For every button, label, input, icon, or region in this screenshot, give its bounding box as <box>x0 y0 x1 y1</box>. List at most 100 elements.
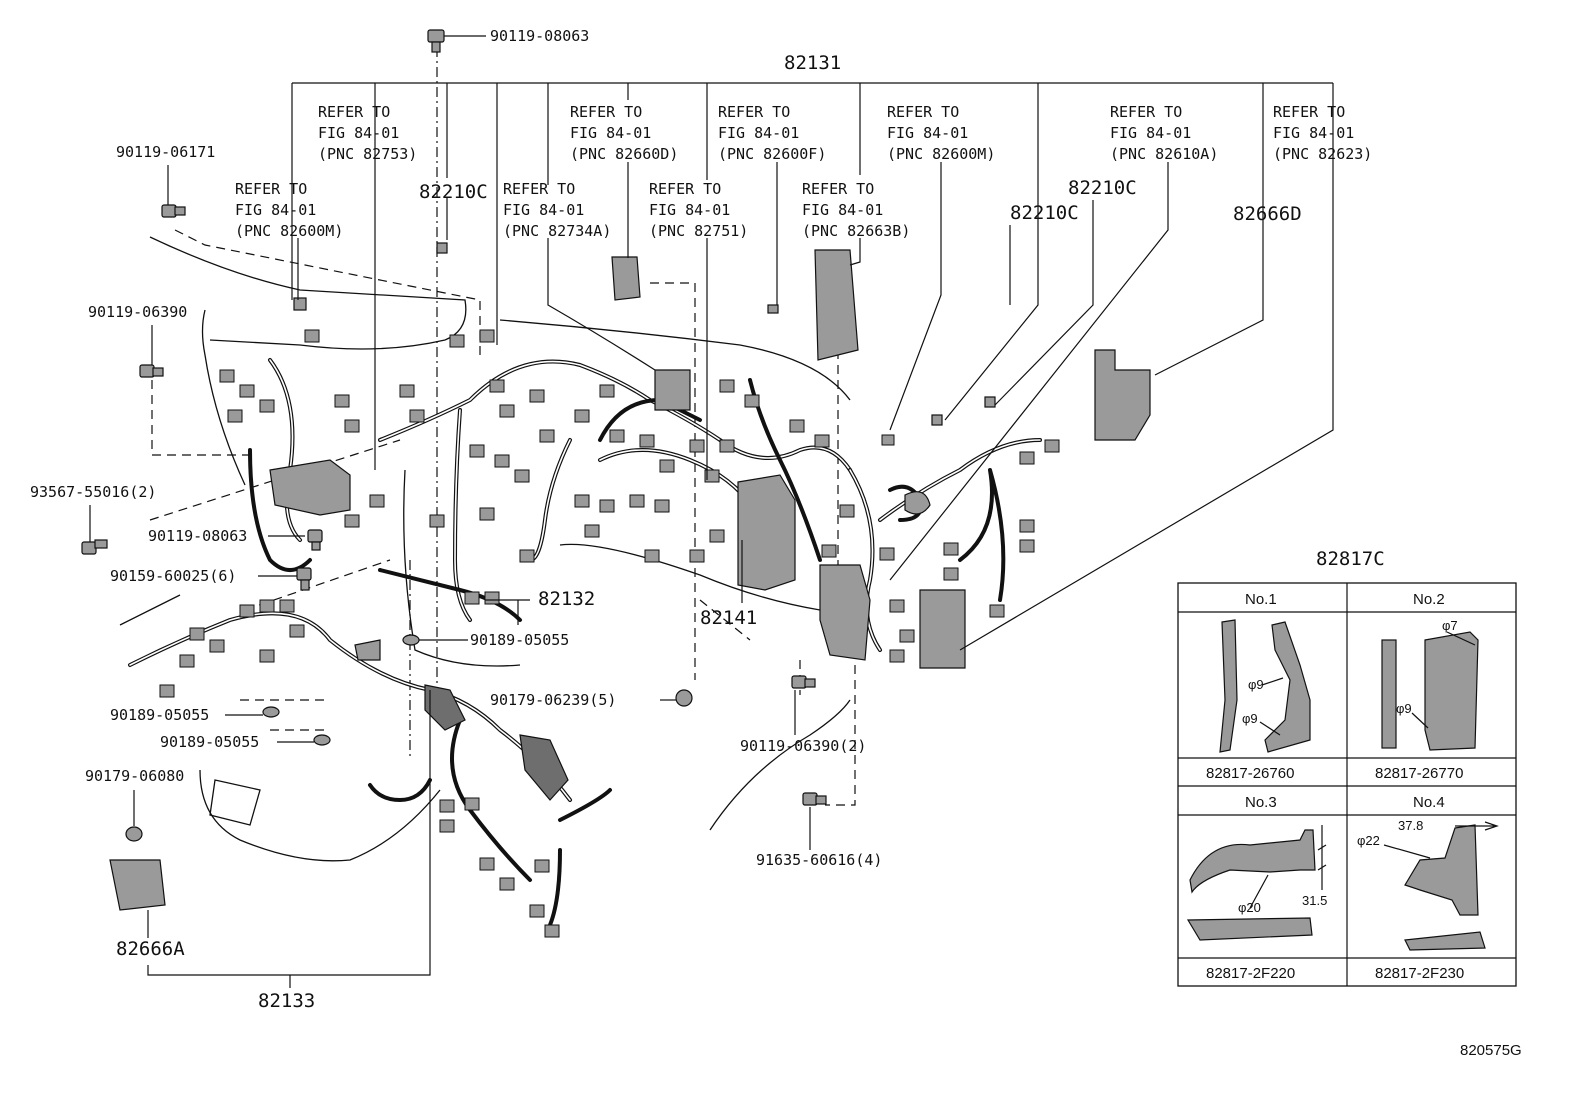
svg-text:(PNC 82610A): (PNC 82610A) <box>1110 145 1218 163</box>
svg-text:REFER TO: REFER TO <box>1273 103 1345 121</box>
svg-text:REFER TO: REFER TO <box>570 103 642 121</box>
svg-text:REFER TO: REFER TO <box>887 103 959 121</box>
svg-text:REFER TO: REFER TO <box>649 180 721 198</box>
svg-text:FIG 84-01: FIG 84-01 <box>718 124 799 142</box>
label-bolt-mid: 90119-06390(2) <box>740 737 866 755</box>
svg-text:31.5: 31.5 <box>1302 893 1327 908</box>
clamp-icon <box>984 396 996 408</box>
label-82666d: 82666D <box>1233 203 1302 225</box>
svg-text:(PNC 82663B): (PNC 82663B) <box>802 222 910 240</box>
refer-82600f: REFER TO FIG 84-01 (PNC 82600F) <box>718 103 826 163</box>
refer-82734a: REFER TO FIG 84-01 (PNC 82734A) <box>503 180 611 240</box>
refer-82623: REFER TO FIG 84-01 (PNC 82623) <box>1273 103 1372 163</box>
svg-text:φ9: φ9 <box>1242 711 1258 726</box>
refer-82600m-right: REFER TO FIG 84-01 (PNC 82600M) <box>887 103 995 163</box>
clamp-icon <box>293 297 307 311</box>
svg-text:(PNC 82660D): (PNC 82660D) <box>570 145 678 163</box>
svg-text:(PNC 82600M): (PNC 82600M) <box>887 145 995 163</box>
bolt-icon <box>791 675 816 689</box>
harness-bundles <box>128 358 1042 927</box>
clamp-icon <box>436 242 448 254</box>
relay-block-82141 <box>737 474 796 591</box>
label-nut-mid: 90179-06239(5) <box>490 691 616 709</box>
svg-text:(PNC 82623): (PNC 82623) <box>1273 145 1372 163</box>
inset-part3: 82817-2F220 <box>1206 965 1295 982</box>
connectors <box>159 329 1060 938</box>
svg-text:φ20: φ20 <box>1238 900 1261 915</box>
refer-82663b: REFER TO FIG 84-01 (PNC 82663B) <box>802 180 910 240</box>
svg-text:(PNC 82753): (PNC 82753) <box>318 145 417 163</box>
junction-block-right <box>819 564 871 661</box>
bolt-icon <box>307 529 323 551</box>
svg-text:FIG 84-01: FIG 84-01 <box>649 201 730 219</box>
svg-text:FIG 84-01: FIG 84-01 <box>802 201 883 219</box>
label-left-bolt-3: 93567-55016(2) <box>30 483 156 501</box>
svg-text:REFER TO: REFER TO <box>802 180 874 198</box>
drawing-code: 820575G <box>1460 1042 1522 1059</box>
label-82666a: 82666A <box>116 938 185 960</box>
connector-82133-b <box>519 734 569 801</box>
junction-block-left <box>269 459 351 516</box>
dashed-leaders <box>149 47 856 806</box>
inset-drawing-4: 37.8 φ22 <box>1357 818 1499 951</box>
label-clip-3: 90189-05055 <box>160 733 259 751</box>
grommet <box>904 491 931 515</box>
ecu-82623 <box>919 589 966 669</box>
label-82141: 82141 <box>700 607 757 629</box>
inset-no1: No.1 <box>1245 591 1277 608</box>
label-82210c-mid: 82210C <box>1010 202 1079 224</box>
protector-82666a <box>109 859 166 911</box>
label-top-bolt: 90119-08063 <box>490 27 589 45</box>
connector-82660d <box>611 256 641 301</box>
svg-text:FIG 84-01: FIG 84-01 <box>318 124 399 142</box>
svg-text:φ9: φ9 <box>1248 677 1264 692</box>
refer-82751: REFER TO FIG 84-01 (PNC 82751) <box>649 180 748 240</box>
svg-text:REFER TO: REFER TO <box>318 103 390 121</box>
inset-title: 82817C <box>1316 548 1385 570</box>
nut-icon <box>675 689 693 707</box>
refer-82753: REFER TO FIG 84-01 (PNC 82753) <box>318 103 417 163</box>
svg-text:REFER TO: REFER TO <box>1110 103 1182 121</box>
clip-icon <box>262 706 280 718</box>
inset-82817c: 82817C No.1 No.2 82817-26760 82817-26770… <box>1177 548 1517 987</box>
inset-drawing-3: 31.5 φ20 <box>1186 825 1327 941</box>
label-clip-1: 90189-05055 <box>470 631 569 649</box>
inset-no2: No.2 <box>1413 591 1445 608</box>
svg-text:φ9: φ9 <box>1396 701 1412 716</box>
label-bolt-bottom: 91635-60616(4) <box>756 851 882 869</box>
label-left-bolt-1: 90119-06171 <box>116 143 215 161</box>
connector-82133 <box>424 684 466 731</box>
clip-icon <box>313 734 331 746</box>
inset-part1: 82817-26760 <box>1206 765 1294 782</box>
label-82132: 82132 <box>538 588 595 610</box>
clip-icon <box>402 634 420 646</box>
svg-text:(PNC 82751): (PNC 82751) <box>649 222 748 240</box>
refer-82600m-left: REFER TO FIG 84-01 (PNC 82600M) <box>235 180 343 240</box>
svg-text:(PNC 82600F): (PNC 82600F) <box>718 145 826 163</box>
nut-icon <box>125 826 143 842</box>
label-82210c-right: 82210C <box>1068 177 1137 199</box>
clamp-icon <box>931 414 943 426</box>
refer-callouts: REFER TO FIG 84-01 (PNC 82753) REFER TO … <box>235 103 1372 240</box>
fasteners <box>81 29 996 842</box>
label-leaders <box>89 35 811 988</box>
label-clip-2: 90189-05055 <box>110 706 209 724</box>
inset-part2: 82817-26770 <box>1375 765 1463 782</box>
inset-drawing-1: φ9 φ9 <box>1219 619 1311 753</box>
label-82131: 82131 <box>784 52 841 74</box>
inset-no4: No.4 <box>1413 794 1445 811</box>
svg-text:FIG 84-01: FIG 84-01 <box>503 201 584 219</box>
label-left-bolt-5: 90159-60025(6) <box>110 567 236 585</box>
components <box>109 249 1151 911</box>
svg-text:FIG 84-01: FIG 84-01 <box>887 124 968 142</box>
label-nut-left: 90179-06080 <box>85 767 184 785</box>
bolt-icon <box>802 792 827 806</box>
bolt-icon <box>161 204 186 218</box>
bolt-icon <box>139 364 164 378</box>
protector-82666d <box>1094 349 1151 441</box>
connector-82751 <box>654 369 691 411</box>
svg-text:(PNC 82734A): (PNC 82734A) <box>503 222 611 240</box>
label-82210c-left: 82210C <box>419 181 488 203</box>
refer-82610a: REFER TO FIG 84-01 (PNC 82610A) <box>1110 103 1218 163</box>
